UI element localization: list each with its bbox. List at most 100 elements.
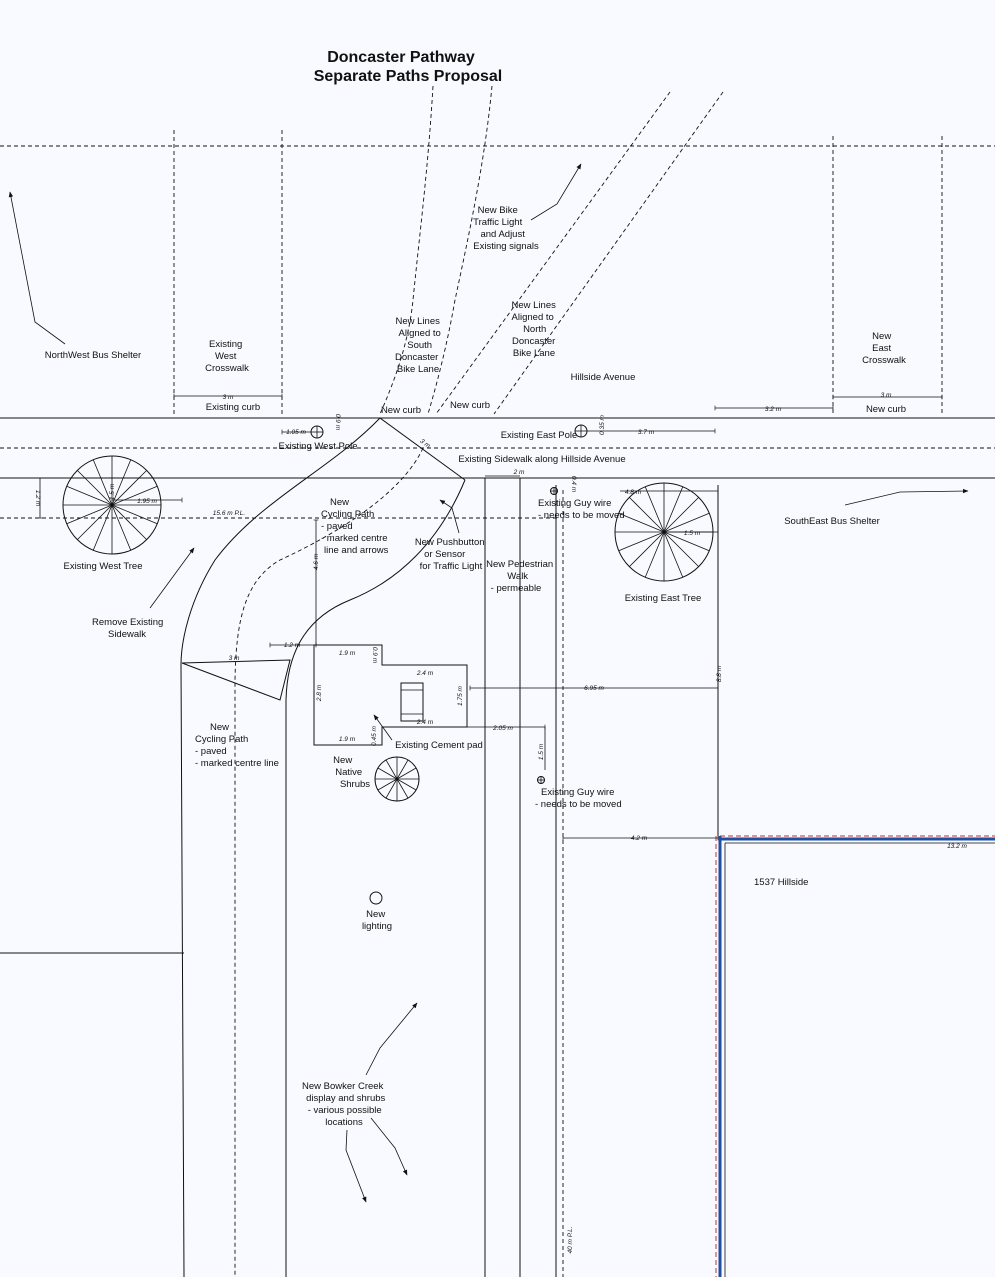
dim-pad-1-75: 1.75 m	[457, 685, 464, 705]
dim-pl-15-6: 15.6 m P.L.	[213, 510, 246, 517]
cycling-path-west-edge	[180, 417, 381, 1277]
dim-east-pole-vertical: 0.35 m	[599, 414, 606, 434]
label-existing-sidewalk: Existing Sidewalk along Hillside Avenue	[458, 454, 625, 465]
dim-east-tree-1-5: 1.5 m	[684, 530, 701, 537]
dim-west-tree-1-2: 1.2 m	[34, 490, 41, 507]
label-southeast-bus-shelter: SouthEast Bus Shelter	[784, 516, 880, 527]
new-lighting-symbol	[369, 891, 383, 905]
dim-crosswalk-east: 3 m	[881, 392, 892, 399]
cement-pad	[313, 644, 468, 746]
label-new-pedestrian-walk: New Pedestrian Walk - permeable	[486, 559, 556, 594]
dim-east-3-2: 3.2 m	[765, 406, 782, 413]
map-labels: NorthWest Bus Shelter Existing West Cros…	[45, 205, 906, 1128]
title-line-2: Separate Paths Proposal	[314, 68, 503, 85]
cement-pad-outline	[313, 644, 468, 746]
bike-light-arrow	[530, 163, 582, 221]
label-new-cycling-path-lower: New Cycling Path - paved - marked centre…	[195, 722, 279, 769]
label-guy-wire-upper: Existing Guy wire - needs to be moved	[538, 498, 625, 521]
south-bike-lane-line-2	[427, 85, 493, 415]
leader-arrows	[8, 163, 969, 1203]
utility-poles	[310, 424, 588, 784]
dim-east-4-2: 4.2 m	[631, 835, 648, 842]
pedestrian-walk	[484, 477, 564, 1277]
label-new-native-shrubs: New Native Shrubs	[333, 755, 370, 790]
label-east-crosswalk: New East Crosswalk	[862, 331, 906, 366]
label-existing-west-pole: Existing West Pole	[278, 441, 357, 452]
creek-arrow-up	[365, 1002, 418, 1076]
dim-pad-0-45: 0.45 m	[371, 725, 378, 745]
dim-east-pole-offset: 3.7 m	[638, 429, 655, 436]
label-new-lines-north: New Lines Aligned to North Doncaster Bik…	[512, 300, 559, 359]
cycling-path-east-edge	[285, 479, 466, 1277]
label-new-pushbutton: New Pushbutton or Sensor for Traffic Lig…	[415, 537, 487, 572]
dim-west-tree-vertical: 1.5 m	[109, 483, 116, 500]
dim-pad-top-1-9: 1.9 m	[339, 650, 356, 657]
creek-arrow-down-left	[345, 1129, 367, 1203]
label-new-lighting: New lighting	[362, 909, 392, 932]
title-line-1: Doncaster Pathway	[327, 49, 475, 66]
nw-shelter-arrow	[8, 191, 66, 345]
dim-west-pole-offset: 1.05 m	[286, 429, 306, 436]
label-1537-hillside: 1537 Hillside	[754, 877, 808, 888]
cycling-path-centre-line	[234, 447, 424, 1277]
north-bike-lane-line-2	[493, 91, 724, 415]
dim-west-tree-1-95: 1.95 m	[137, 498, 157, 505]
creek-arrow-down-right	[370, 1117, 408, 1176]
dim-guy-vertical-top: 0.4 m	[570, 476, 577, 493]
label-existing-cement-pad: Existing Cement pad	[395, 740, 483, 751]
dim-path-1-2: 1.2 m	[284, 642, 301, 649]
dim-pad-2-8: 2.8 m	[316, 684, 323, 702]
label-remove-existing-sidewalk: Remove Existing Sidewalk	[92, 617, 166, 640]
dim-pad-2-4-top: 2.4 m	[416, 670, 434, 677]
label-existing-east-pole: Existing East Pole	[501, 430, 578, 441]
west-tree-symbol	[62, 455, 162, 555]
dim-walk-2m: 2 m	[513, 469, 525, 476]
cement-pad-bench	[400, 682, 424, 722]
dim-pad-bottom-1-9: 1.9 m	[339, 736, 356, 743]
label-guy-wire-lower: Existing Guy wire - needs to be moved	[535, 787, 622, 810]
remove-sidewalk-arrow	[149, 547, 195, 609]
pushbutton-arrow	[439, 499, 460, 534]
dim-east-8-8: 8.8 m	[716, 665, 723, 682]
label-existing-west-tree: Existing West Tree	[63, 561, 142, 572]
label-new-curb-east: New curb	[866, 404, 906, 415]
dim-pl-40: 40 m P.L.	[567, 1226, 574, 1253]
dim-path-4-6: 4.6 m	[313, 553, 320, 570]
label-west-crosswalk: Existing West Crosswalk	[205, 339, 249, 374]
dim-pad-6-95: 6.95 m	[584, 685, 604, 692]
dim-lower-path-3m: 3 m	[229, 655, 240, 662]
dim-pad-2-05: 2.05 m	[492, 725, 513, 732]
guy-wire-upper	[550, 487, 558, 495]
south-bike-lane-line-1	[379, 85, 434, 415]
native-shrub-symbol	[374, 756, 420, 802]
dim-pad-0-9: 0.9 m	[371, 647, 378, 664]
road-lines	[0, 85, 995, 519]
north-bike-lane-line-1	[435, 91, 671, 415]
cycling-paths	[0, 417, 466, 1277]
dimension-labels: 3 m 3 m 3.2 m 1.05 m 0.9 m 3.7 m 0.35 m …	[34, 392, 968, 1253]
dim-west-pole-vertical: 0.9 m	[334, 414, 341, 431]
dim-prop-13-2: 13.2 m	[947, 843, 967, 850]
label-new-curb-2: New curb	[450, 400, 490, 411]
label-northwest-bus-shelter: NorthWest Bus Shelter	[45, 350, 141, 361]
property-1537-hillside	[715, 485, 995, 1277]
path-corner-wedge	[181, 659, 291, 701]
west-pole	[310, 425, 324, 439]
guy-wire-lower	[537, 776, 545, 784]
se-shelter-arrow	[844, 488, 969, 506]
label-new-curb-1: New curb	[381, 405, 421, 416]
label-existing-curb: Existing curb	[206, 402, 260, 413]
dim-guy-1-5: 1.5 m	[538, 743, 545, 760]
dim-east-tree-4-8: 4.8 m	[625, 489, 642, 496]
label-hillside-avenue: Hillside Avenue	[571, 372, 636, 383]
label-existing-east-tree: Existing East Tree	[625, 593, 702, 604]
dimension-lines	[37, 393, 943, 841]
label-new-bike-traffic-light: New Bike Traffic Light and Adjust Existi…	[473, 205, 539, 252]
label-new-cycling-path-upper: New Cycling Path - paved - marked centre…	[321, 497, 390, 556]
drawing-title: Doncaster Pathway Separate Paths Proposa…	[314, 49, 503, 85]
dim-crosswalk-west: 3 m	[223, 394, 234, 401]
label-bowker-creek: New Bowker Creek display and shrubs - va…	[302, 1081, 388, 1128]
dim-pad-2-4-bottom: 2.4 m	[416, 719, 434, 726]
label-new-lines-south: New Lines Aligned to South Doncaster Bik…	[395, 316, 443, 375]
